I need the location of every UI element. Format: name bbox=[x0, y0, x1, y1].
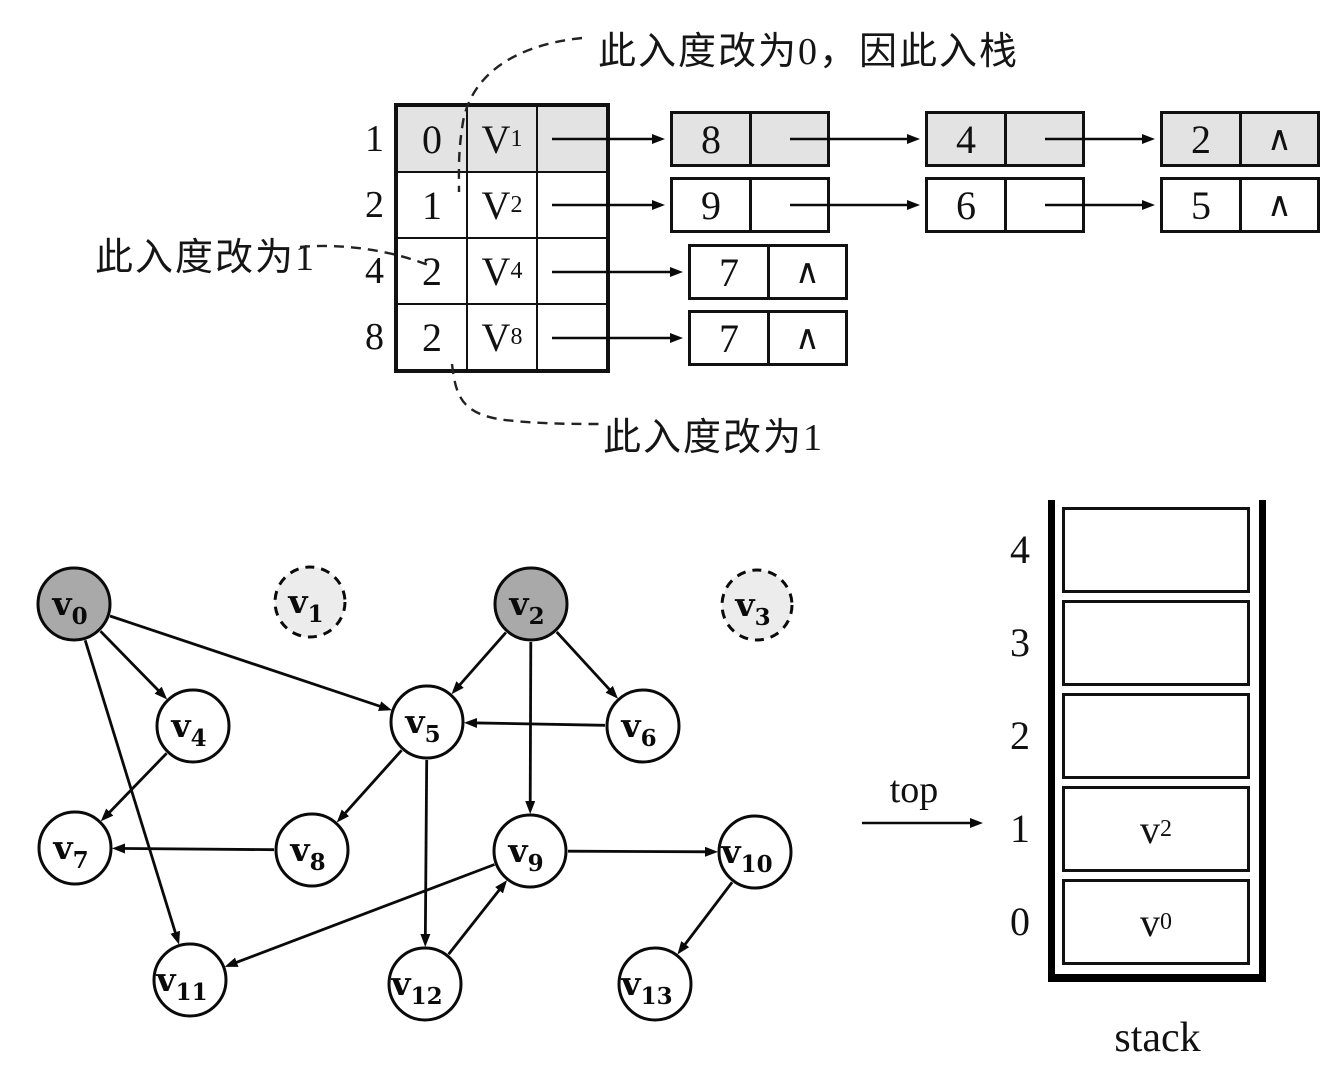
list-node: 6 bbox=[925, 177, 1085, 233]
vertex-label-v4: v4 bbox=[170, 706, 206, 752]
indegree-cell: 2 bbox=[397, 304, 467, 370]
vertex-v7 bbox=[37, 810, 113, 886]
vertex-v2 bbox=[493, 566, 569, 642]
null-pointer-cell: ∧ bbox=[795, 320, 820, 357]
vertex-label-v3: v3 bbox=[734, 585, 770, 631]
stack-index-label: 2 bbox=[1010, 713, 1030, 758]
vertex-label-v12: v12 bbox=[390, 964, 442, 1010]
vertex-v10 bbox=[717, 814, 793, 890]
vertex-v13 bbox=[617, 946, 693, 1022]
stack-index-label: 0 bbox=[1010, 899, 1030, 944]
edge-v10-v13 bbox=[677, 881, 734, 955]
vertex-label-v10: v10 bbox=[720, 832, 772, 878]
edge-v0-v5 bbox=[109, 614, 392, 711]
indegree-cell: 2 bbox=[397, 238, 467, 304]
row-index-8: 8 bbox=[365, 316, 384, 358]
null-pointer-cell: ∧ bbox=[1267, 121, 1292, 158]
vertex-v0 bbox=[36, 566, 112, 642]
stack-slot-4 bbox=[1062, 507, 1250, 593]
edge-v5-v12 bbox=[420, 759, 431, 947]
next-pointer-cell bbox=[1007, 180, 1082, 230]
row-index-1: 1 bbox=[365, 118, 384, 160]
indegree-cell: 0 bbox=[397, 106, 467, 172]
head-pointer-cell bbox=[537, 304, 607, 370]
annotation-bottom: 此入度改为1 bbox=[603, 417, 825, 459]
stack-slot-3 bbox=[1062, 600, 1250, 686]
edge-v0-v11 bbox=[83, 639, 181, 945]
vertex-label-v9: v9 bbox=[507, 831, 543, 877]
stack-slot-2 bbox=[1062, 693, 1250, 779]
stack-caption: stack bbox=[1114, 1015, 1201, 1061]
next-pointer-cell bbox=[1007, 114, 1082, 164]
vertex-v11 bbox=[152, 942, 228, 1018]
vertex-label-v11: v11 bbox=[155, 960, 207, 1006]
edge-v4-v7 bbox=[100, 752, 168, 822]
annotation-left: 此入度改为1 bbox=[95, 237, 317, 279]
null-pointer-cell: ∧ bbox=[1267, 187, 1292, 224]
annotation-top: 此入度改为0，因此入栈 bbox=[598, 31, 1020, 73]
vertex-v8 bbox=[274, 812, 350, 888]
edge-v2-v6 bbox=[555, 631, 618, 699]
vertex-label-v13: v13 bbox=[620, 964, 672, 1010]
list-node: 7 ∧ bbox=[688, 310, 848, 366]
stack-index-label: 3 bbox=[1010, 620, 1030, 665]
edge-v2-v5 bbox=[451, 631, 507, 695]
head-pointer-cell bbox=[537, 106, 607, 172]
vertex-v6 bbox=[605, 688, 681, 764]
vertex-label-v0: v0 bbox=[51, 584, 87, 630]
vertex-label-v6: v6 bbox=[620, 706, 656, 752]
edge-v5-v8 bbox=[336, 749, 403, 823]
edge-v6-v5 bbox=[464, 717, 606, 728]
edge-v12-v9 bbox=[447, 880, 508, 956]
edge-v9-v10 bbox=[567, 846, 718, 857]
vertex-v12 bbox=[387, 946, 463, 1022]
vertex-label-v1: v1 bbox=[287, 582, 323, 628]
list-node: 4 bbox=[925, 111, 1085, 167]
list-node: 5 ∧ bbox=[1160, 177, 1320, 233]
next-pointer-cell bbox=[752, 180, 827, 230]
null-pointer-cell: ∧ bbox=[795, 254, 820, 291]
vertex-label-v5: v5 bbox=[404, 702, 440, 748]
vertex-v3 bbox=[720, 568, 794, 642]
edge-v9-v11 bbox=[224, 863, 495, 967]
head-pointer-cell bbox=[537, 238, 607, 304]
leader-bottom-note bbox=[450, 363, 602, 426]
list-node: 7 ∧ bbox=[688, 244, 848, 300]
stack-top-pointer-label: top bbox=[889, 769, 939, 811]
vertex-v5 bbox=[389, 684, 465, 760]
edge-v0-v4 bbox=[99, 630, 168, 700]
indegree-cell: 1 bbox=[397, 172, 467, 238]
list-node: 8 bbox=[670, 111, 830, 167]
row-index-4: 4 bbox=[365, 250, 384, 292]
vertex-v1 bbox=[273, 565, 347, 639]
vertex-v9 bbox=[492, 813, 568, 889]
next-pointer-cell bbox=[752, 114, 827, 164]
vertex-label-v2: v2 bbox=[508, 584, 544, 630]
stack-index-label: 1 bbox=[1010, 806, 1030, 851]
vertex-v4 bbox=[155, 688, 231, 764]
list-node: 9 bbox=[670, 177, 830, 233]
vertex-label-v8: v8 bbox=[289, 830, 325, 876]
edge-v8-v7 bbox=[112, 843, 275, 854]
stack-container bbox=[1048, 500, 1266, 982]
vertex-label-v7: v7 bbox=[52, 828, 88, 874]
edge-v2-v9 bbox=[525, 641, 536, 814]
stack-index-label: 4 bbox=[1010, 527, 1030, 572]
head-pointer-cell bbox=[537, 172, 607, 238]
row-index-2: 2 bbox=[365, 184, 384, 226]
list-node: 2 ∧ bbox=[1160, 111, 1320, 167]
